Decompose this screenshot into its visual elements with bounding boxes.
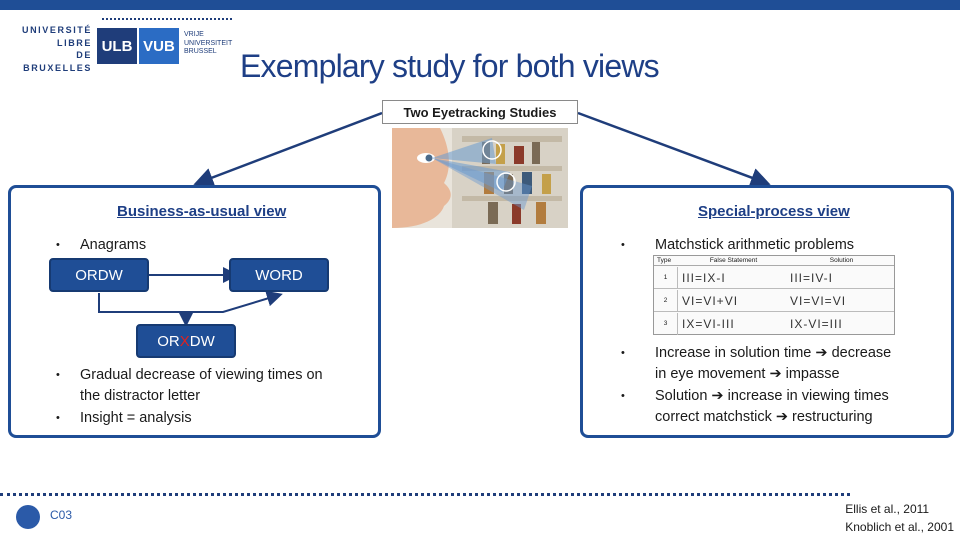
panel-heading: Business-as-usual view (117, 203, 287, 220)
word-box-ordw: ORDW (49, 258, 149, 292)
bullet-icon: • (621, 390, 625, 402)
ulb-wordmark: UNIVERSITÉ LIBRE DE BRUXELLES (21, 25, 92, 73)
matchstick-table: Type False Statement Solution 1 III=IX-I… (653, 255, 895, 335)
business-as-usual-panel: Business-as-usual view • Anagrams ORDW W… (8, 185, 381, 438)
logo-dotted-line (102, 18, 232, 20)
top-bar (0, 0, 960, 10)
reference-ellis: Ellis et al., 2011 (845, 502, 930, 516)
anagram-arrows (98, 267, 283, 327)
bullet-icon: • (56, 369, 60, 381)
table-row: 2 VI=VI+VI VI=VI=VI (654, 290, 894, 312)
word-box-word: WORD (229, 258, 329, 292)
table-row: 3 IX=VI-III IX-VI=III (654, 313, 894, 335)
eyetracking-photo (392, 128, 568, 228)
bullet-icon: • (56, 239, 60, 251)
distractor-letter: X (179, 332, 190, 350)
bullet-icon: • (621, 347, 625, 359)
vub-logo: VUB (139, 28, 179, 64)
bullet-icon: • (621, 239, 625, 251)
university-logos: UNIVERSITÉ LIBRE DE BRUXELLES ULB VUB VR… (10, 18, 232, 73)
reference-knoblich: Knoblich et al., 2001 (845, 520, 954, 534)
bullet-icon: • (56, 412, 60, 424)
arrow-to-right-panel (577, 111, 771, 188)
footer-logo-icon (16, 505, 40, 529)
panel-heading: Special-process view (698, 203, 850, 220)
arrow-to-left-panel (193, 111, 383, 188)
footer-dotted-line (0, 493, 850, 496)
subtitle-box: Two Eyetracking Studies (382, 100, 578, 124)
ulb-logo: ULB (97, 28, 137, 64)
special-process-panel: Special-process view • Matchstick arithm… (580, 185, 954, 438)
footer-code: C03 (50, 508, 73, 522)
slide-title: Exemplary study for both views (240, 48, 660, 84)
vub-wordmark: VRIJE UNIVERSITEIT BRUSSEL (184, 31, 233, 55)
references: Ellis et al., 2011 Knoblich et al., 2001 (845, 500, 954, 536)
table-header: Type False Statement Solution (654, 256, 894, 266)
table-row: 1 III=IX-I III=IV-I (654, 267, 894, 289)
